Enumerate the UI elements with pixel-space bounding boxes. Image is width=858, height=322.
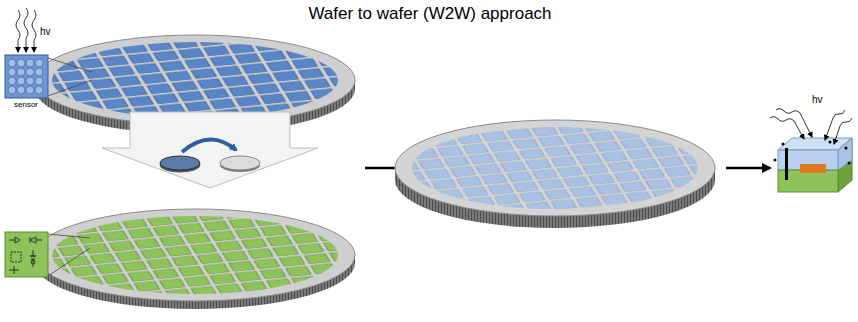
annotation-label: hv [812,94,823,106]
sensor-icon [5,8,92,98]
bonded-wafer [395,120,715,228]
annotation-label: hv [40,26,51,38]
stacked-chip [770,109,852,192]
diagram-title: Wafer to wafer (W2W) approach [308,4,551,24]
annotation-label: sensor [14,100,38,109]
circuit-wafer [35,209,355,309]
flip-arrow [102,112,318,188]
circuit-icon [5,232,90,277]
